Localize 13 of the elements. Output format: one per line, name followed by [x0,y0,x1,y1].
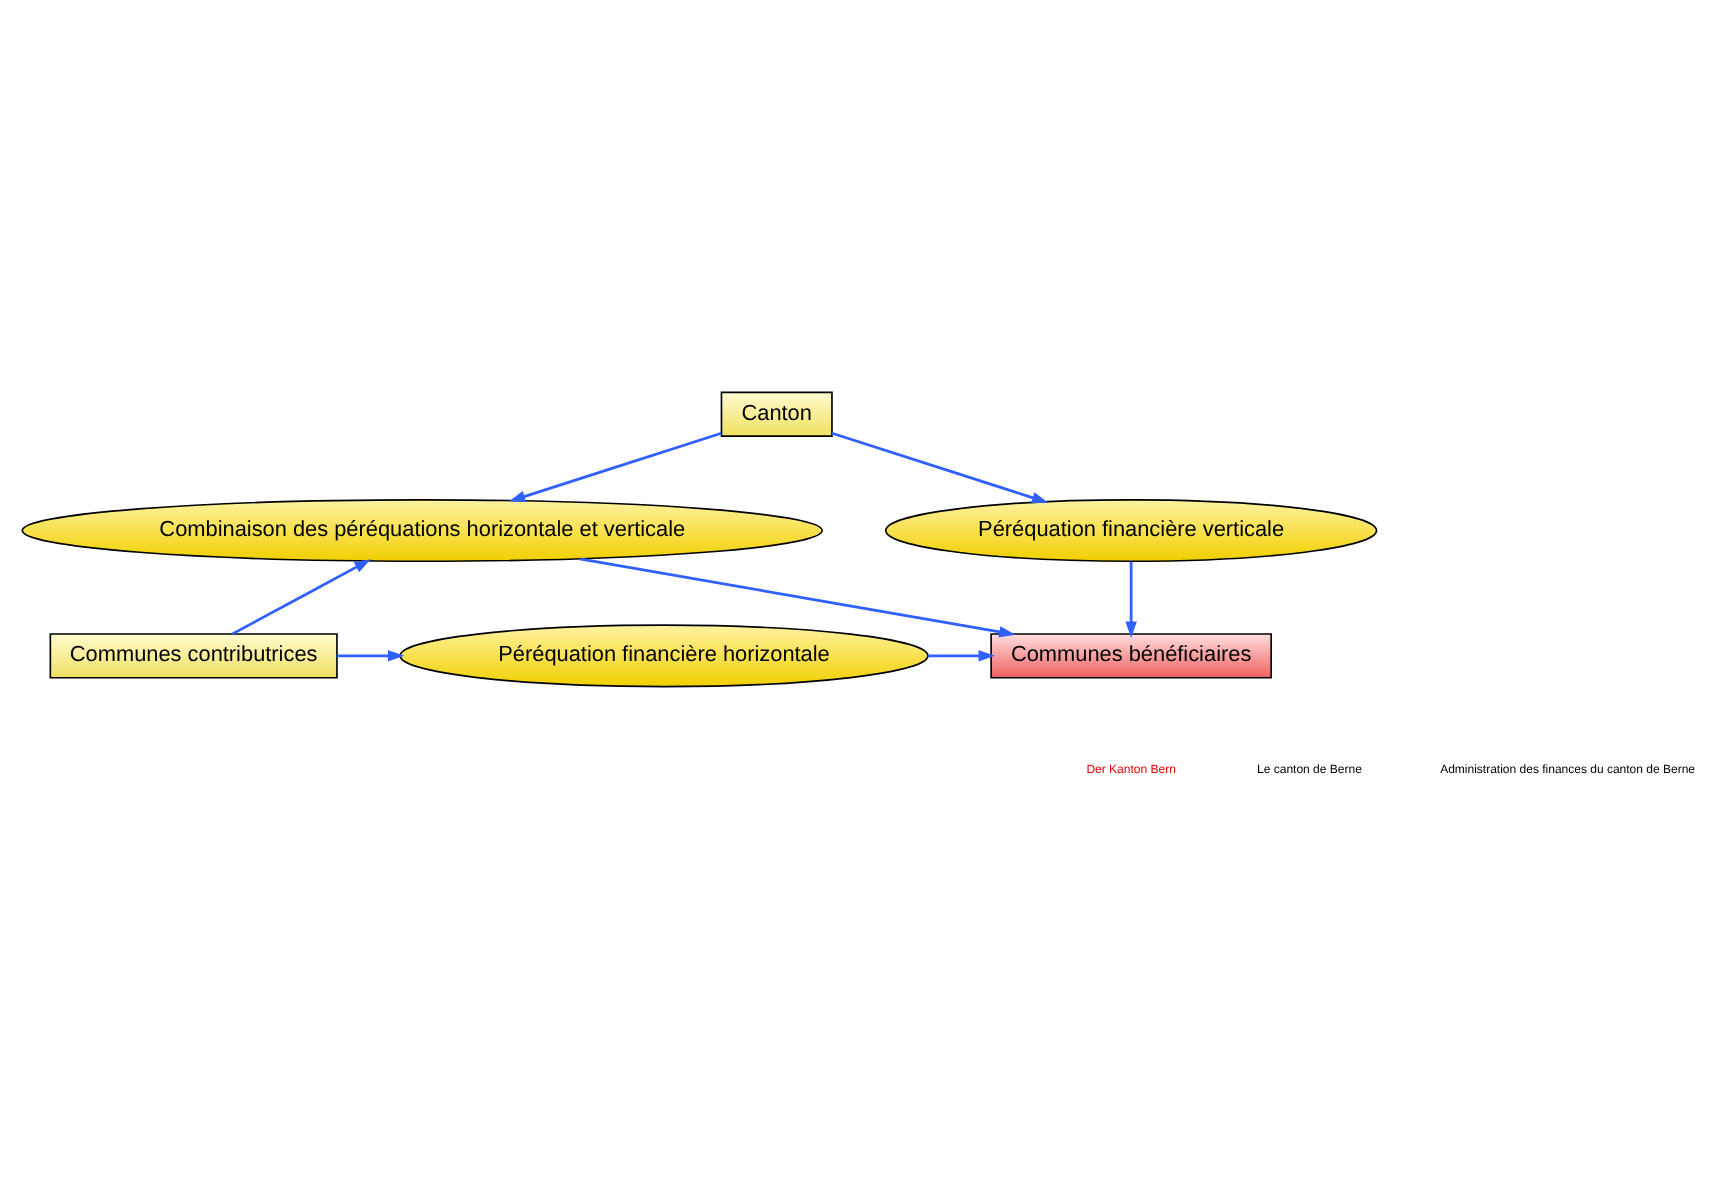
node-ellipse: Péréquation financière horizontale [399,623,929,687]
node-box: Canton [720,390,833,436]
node-ellipse: Péréquation financière verticale [884,498,1378,562]
node-box: Communes contributrices [49,632,338,678]
arrow [508,430,722,502]
arrow [337,649,405,661]
arrow [579,556,1016,637]
arrow [928,649,995,661]
node-ellipse: Combinaison des péréquations horizontale et verticale [21,498,824,562]
arrow [831,430,1049,503]
node-box: Communes bénéficiaires [990,632,1272,678]
arrow [1125,560,1137,637]
arrow [231,558,371,635]
